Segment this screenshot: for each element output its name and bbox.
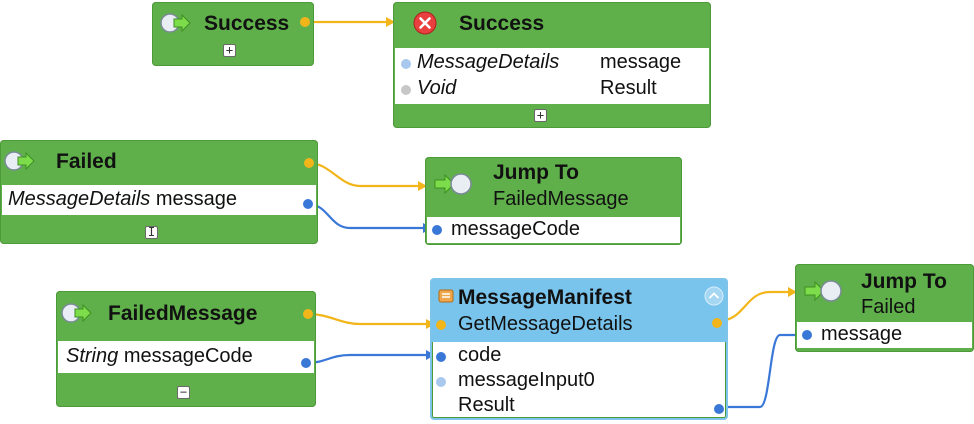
exec-output-port[interactable] xyxy=(300,17,310,27)
failed-event-node[interactable]: Failed MessageDetails message I xyxy=(0,140,318,244)
jump-to-failed-message-node[interactable]: Jump To FailedMessage messageCode xyxy=(425,157,682,245)
expand-toggle[interactable]: + xyxy=(534,109,547,122)
param-type: String xyxy=(66,345,119,367)
node-subtitle: GetMessageDetails xyxy=(458,313,633,335)
data-input-port[interactable] xyxy=(436,352,446,362)
node-header xyxy=(432,280,726,342)
jump-icon xyxy=(804,280,842,302)
jump-to-failed-node[interactable]: Jump To Failed message xyxy=(795,264,974,352)
node-body: message xyxy=(797,322,972,348)
node-title: FailedMessage xyxy=(108,302,258,325)
success-event-node[interactable]: Success + xyxy=(152,2,314,66)
data-input-port[interactable] xyxy=(436,377,446,387)
output-result: Result xyxy=(458,394,515,416)
collapse-toggle[interactable]: − xyxy=(177,386,190,399)
node-title: MessageManifest xyxy=(458,286,632,309)
param-row: MessageDetails xyxy=(417,51,559,74)
success-end-node[interactable]: Success MessageDetails message Void Resu… xyxy=(393,2,711,128)
param-row: String messageCode xyxy=(66,345,253,368)
param-type: MessageDetails xyxy=(8,188,151,210)
manifest-icon xyxy=(438,289,454,303)
param-row: MessageDetails message xyxy=(8,188,237,211)
collapse-icon[interactable] xyxy=(704,286,724,306)
param-name: messageCode xyxy=(451,218,580,240)
param-name: messageCode xyxy=(123,345,253,367)
error-icon xyxy=(413,11,437,35)
data-input-port[interactable] xyxy=(802,330,812,340)
data-output-port[interactable] xyxy=(303,199,313,209)
collapse-toggle[interactable]: I xyxy=(145,226,158,239)
param-name: Result xyxy=(600,77,657,99)
event-icon xyxy=(4,151,35,171)
param-type: MessageDetails xyxy=(417,51,560,73)
node-body: MessageDetails message xyxy=(2,185,316,215)
param-port[interactable] xyxy=(401,59,411,69)
failed-message-event-node[interactable]: FailedMessage String messageCode − xyxy=(56,291,316,407)
param-row: Void xyxy=(417,77,456,100)
param-name: message xyxy=(600,51,682,73)
data-output-port[interactable] xyxy=(301,358,311,368)
param-name: message xyxy=(821,323,903,345)
arrow-head xyxy=(418,181,427,191)
exec-wire-failed-message xyxy=(307,312,428,326)
exec-output-port[interactable] xyxy=(303,309,313,319)
arrow-head xyxy=(386,17,395,27)
node-title: Jump To xyxy=(493,161,579,184)
data-output-port[interactable] xyxy=(714,404,724,414)
data-input-port[interactable] xyxy=(432,225,442,235)
exec-output-port[interactable] xyxy=(304,158,314,168)
node-title: Failed xyxy=(56,150,117,173)
jump-icon xyxy=(434,173,472,195)
data-wire-failed-message xyxy=(307,202,425,230)
data-wire-result-message xyxy=(719,333,800,409)
data-wire-message-code xyxy=(305,353,428,365)
node-title: Jump To xyxy=(861,270,947,293)
node-title: Success xyxy=(459,12,545,35)
event-icon xyxy=(61,303,92,323)
param-port[interactable] xyxy=(401,85,411,95)
message-manifest-node[interactable]: MessageManifest GetMessageDetails code m… xyxy=(430,278,728,420)
input-code: code xyxy=(458,344,502,366)
node-title: Success xyxy=(204,12,290,35)
arrow-head xyxy=(788,287,797,297)
node-body: String messageCode xyxy=(58,341,314,373)
node-body: messageCode xyxy=(427,217,680,243)
param-name: message xyxy=(155,188,238,210)
exec-input-port[interactable] xyxy=(436,320,446,330)
input-message-input0: messageInput0 xyxy=(458,369,595,391)
event-icon xyxy=(160,13,191,33)
exec-output-port[interactable] xyxy=(712,318,722,328)
param-type: Void xyxy=(417,77,457,99)
expand-toggle[interactable]: + xyxy=(223,44,236,57)
node-subtitle: Failed xyxy=(861,296,916,318)
node-subtitle: FailedMessage xyxy=(493,188,629,210)
exec-wire-manifest-jump xyxy=(717,290,790,323)
node-body: MessageDetails message Void Result xyxy=(395,48,709,104)
exec-wire-failed xyxy=(308,161,420,188)
